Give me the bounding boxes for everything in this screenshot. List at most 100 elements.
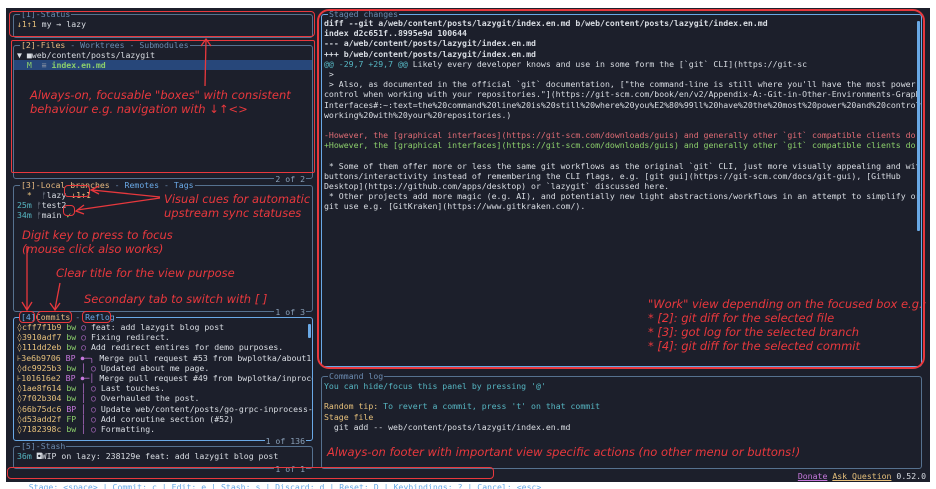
commit-row[interactable]: ◊7f02b304 bw │ ○ Overhauled the post. <box>17 393 312 403</box>
tab-reflog[interactable]: Reflog <box>85 312 115 322</box>
commit-icon: ◊ <box>17 403 22 414</box>
diff-scrollbar[interactable] <box>917 21 920 231</box>
repo-branch: my → lazy <box>36 19 87 29</box>
diff-line: +++ b/web/content/posts/lazygit/index.en… <box>324 48 536 59</box>
commit-author: BP <box>66 403 77 414</box>
commit-graph: ○ <box>81 342 87 353</box>
commit-author: FP <box>66 413 77 424</box>
file-tree-file[interactable]: M ≡ index.en.md <box>14 60 312 71</box>
commit-row[interactable]: ⊦101616e2 BP ⏺─│ Merge pull request #49 … <box>17 373 312 383</box>
tab-remotes[interactable]: Remotes <box>124 180 160 190</box>
annotation-box-files <box>11 40 315 173</box>
annotation-box-title <box>37 311 72 323</box>
status-panel[interactable]: [1]-Status ↓1↑1 my → lazy <box>13 9 313 38</box>
commit-hash: 7f02b304 <box>21 393 62 404</box>
command-log-panel[interactable]: Command log You can hide/focus this pane… <box>321 371 922 469</box>
branch-row[interactable]: 25m ᚠtest2 <box>17 200 67 211</box>
diff-line: @@ -29,7 +29,7 @@ Likely every developer… <box>324 58 808 69</box>
branch-row[interactable]: * ᚠlazy ↓1↑1 <box>17 190 91 200</box>
branches-panel-title: [3]-Local branches - Remotes - Tags <box>20 180 195 190</box>
ask-question-link[interactable]: Ask Question <box>832 471 892 481</box>
commit-graph: ○ <box>81 332 87 343</box>
annotation-work-1: "Work" view depending on the focused box… <box>648 297 927 311</box>
stash-row[interactable]: 36m ◘WIP on lazy: 238129e feat: add lazy… <box>17 451 279 461</box>
diff-line: git use e.g. [GitKraken](https://www.git… <box>324 201 586 212</box>
commit-row[interactable]: ◊111dd2eb bw ○ Add redirect entires for … <box>17 342 312 352</box>
commit-message: Merge pull request #53 from bwplotka/abo… <box>99 352 312 363</box>
main-diff-panel[interactable]: Staged changes diff --git a/web/content/… <box>321 9 922 367</box>
stash-panel-title: [5]-Stash <box>20 441 67 451</box>
commits-panel-count: 1 of 136 <box>264 436 306 446</box>
commits-scrollbar[interactable] <box>308 324 311 338</box>
stash-icon: ◘ <box>36 451 42 461</box>
commit-icon: ◊ <box>17 383 22 394</box>
commit-row[interactable]: ⊦3e6b9706 BP ⏺─╮ Merge pull request #53 … <box>17 353 312 363</box>
diff-line: * Some of them offer more or less the sa… <box>324 160 921 171</box>
commit-hash: cff7f1b9 <box>21 322 62 332</box>
annotation-footer: Always-on footer with important view spe… <box>327 445 801 459</box>
annotation-box-sync-lazy <box>64 185 90 197</box>
sync-status: ↓1↑1 <box>71 190 91 200</box>
commit-message: Merge pull request #49 from bwplotka/inp… <box>99 372 312 383</box>
annotation-box-reflog <box>82 311 111 323</box>
stash-panel-count: 1 of 1 <box>274 464 306 474</box>
tab-files[interactable]: [2]-Files <box>21 40 66 50</box>
commit-row[interactable]: ◊cff7f1b9 bw ○ feat: add lazygit blog po… <box>17 322 312 332</box>
log-line: git add -- web/content/posts/lazygit/ind… <box>324 421 571 432</box>
diff-line: --- a/web/content/posts/lazygit/index.en… <box>324 38 536 49</box>
diff-line: > Also, as documented in the official `g… <box>324 79 921 90</box>
commits-key: [4] <box>21 312 36 322</box>
commit-hash: 7182398c <box>21 423 62 434</box>
tab-commits[interactable]: Commits <box>35 312 71 322</box>
diff-line: > <box>324 68 334 79</box>
commit-graph: │ ○ <box>81 362 96 373</box>
commit-message: Last touches. <box>100 383 165 394</box>
commit-author: bw <box>66 393 77 404</box>
commits-panel-title: [4]Commits - Reflog <box>20 312 116 322</box>
log-line <box>324 391 921 401</box>
main-diff-title: Staged changes <box>328 9 400 19</box>
branches-panel-count: 1 of 3 <box>274 307 306 317</box>
commit-hash: 101616e2 <box>21 372 61 383</box>
commit-graph: ⏺─╮ <box>80 352 95 363</box>
stash-panel[interactable]: [5]-Stash 36m ◘WIP on lazy: 238129e feat… <box>13 441 313 474</box>
annotation-boxes: Always-on, focusable "boxes" with consis… <box>30 88 291 102</box>
diff-content: diff --git a/web/content/posts/lazygit/i… <box>324 18 921 212</box>
annotation-digit-1: Digit key to press to focus <box>22 228 173 242</box>
annotation-box-status <box>9 11 315 37</box>
commit-row[interactable]: ◊66b75dc6 BP │ ○ Update web/content/post… <box>17 404 312 414</box>
commit-icon: ◊ <box>17 423 22 434</box>
tab-worktrees[interactable]: Worktrees <box>80 40 125 50</box>
commit-hash: 1ae8f614 <box>21 383 62 394</box>
file-tree-dir[interactable]: ▼ ■web/content/posts/lazygit <box>17 50 156 60</box>
commit-icon: ◊ <box>17 413 22 424</box>
commit-message: Add coroutine section (#52) <box>100 413 234 424</box>
donate-link[interactable]: Donate <box>797 471 828 481</box>
tab-submodules[interactable]: Submodules <box>139 40 189 50</box>
keybinding-hints: Stage: <space> | Commit: c | Edit: e | S… <box>28 482 542 489</box>
commit-row[interactable]: ◊d53add2f FP │ ○ Add coroutine section (… <box>17 414 312 424</box>
commit-row[interactable]: ◊3910adf7 bw ○ Fixing redirect. <box>17 332 312 342</box>
commit-hash: 3e6b9706 <box>21 352 61 363</box>
commit-author: BP <box>65 352 76 363</box>
commit-hash: dc9925b3 <box>21 362 62 373</box>
files-panel[interactable]: [2]-Files - Worktrees - Submodules ▼ ■we… <box>13 40 313 184</box>
diff-line: buttons/interactivity instead of remembe… <box>324 170 901 181</box>
annotation-boxes-2: behaviour e.g. navigation with ↓↑<> <box>30 102 248 116</box>
files-panel-count: 2 of 2 <box>274 174 306 184</box>
commit-row[interactable]: ◊dc9925b3 bw │ ○ Updated about me page. <box>17 363 312 373</box>
commit-message: Updated about me page. <box>100 362 210 373</box>
commit-row[interactable]: ◊7182398c bw │ ○ Formatting. <box>17 424 312 434</box>
commit-graph: │ ○ <box>81 403 96 414</box>
commit-row[interactable]: ◊1ae8f614 bw │ ○ Last touches. <box>17 383 312 393</box>
annotation-box-footer <box>7 467 494 479</box>
commit-author: bw <box>66 383 77 394</box>
status-line: ↓1↑1 my → lazy <box>17 19 312 29</box>
commit-hash: 3910adf7 <box>21 332 62 343</box>
diff-line: control when working with your repositor… <box>324 89 921 100</box>
commit-author: bw <box>66 332 77 343</box>
log-line: You can hide/focus this panel by pressin… <box>324 381 546 391</box>
commits-panel[interactable]: [4]Commits - Reflog ◊cff7f1b9 bw ○ feat:… <box>13 312 313 446</box>
diff-line: diff --git a/web/content/posts/lazygit/i… <box>324 18 768 28</box>
tab-tags[interactable]: Tags <box>173 180 194 190</box>
